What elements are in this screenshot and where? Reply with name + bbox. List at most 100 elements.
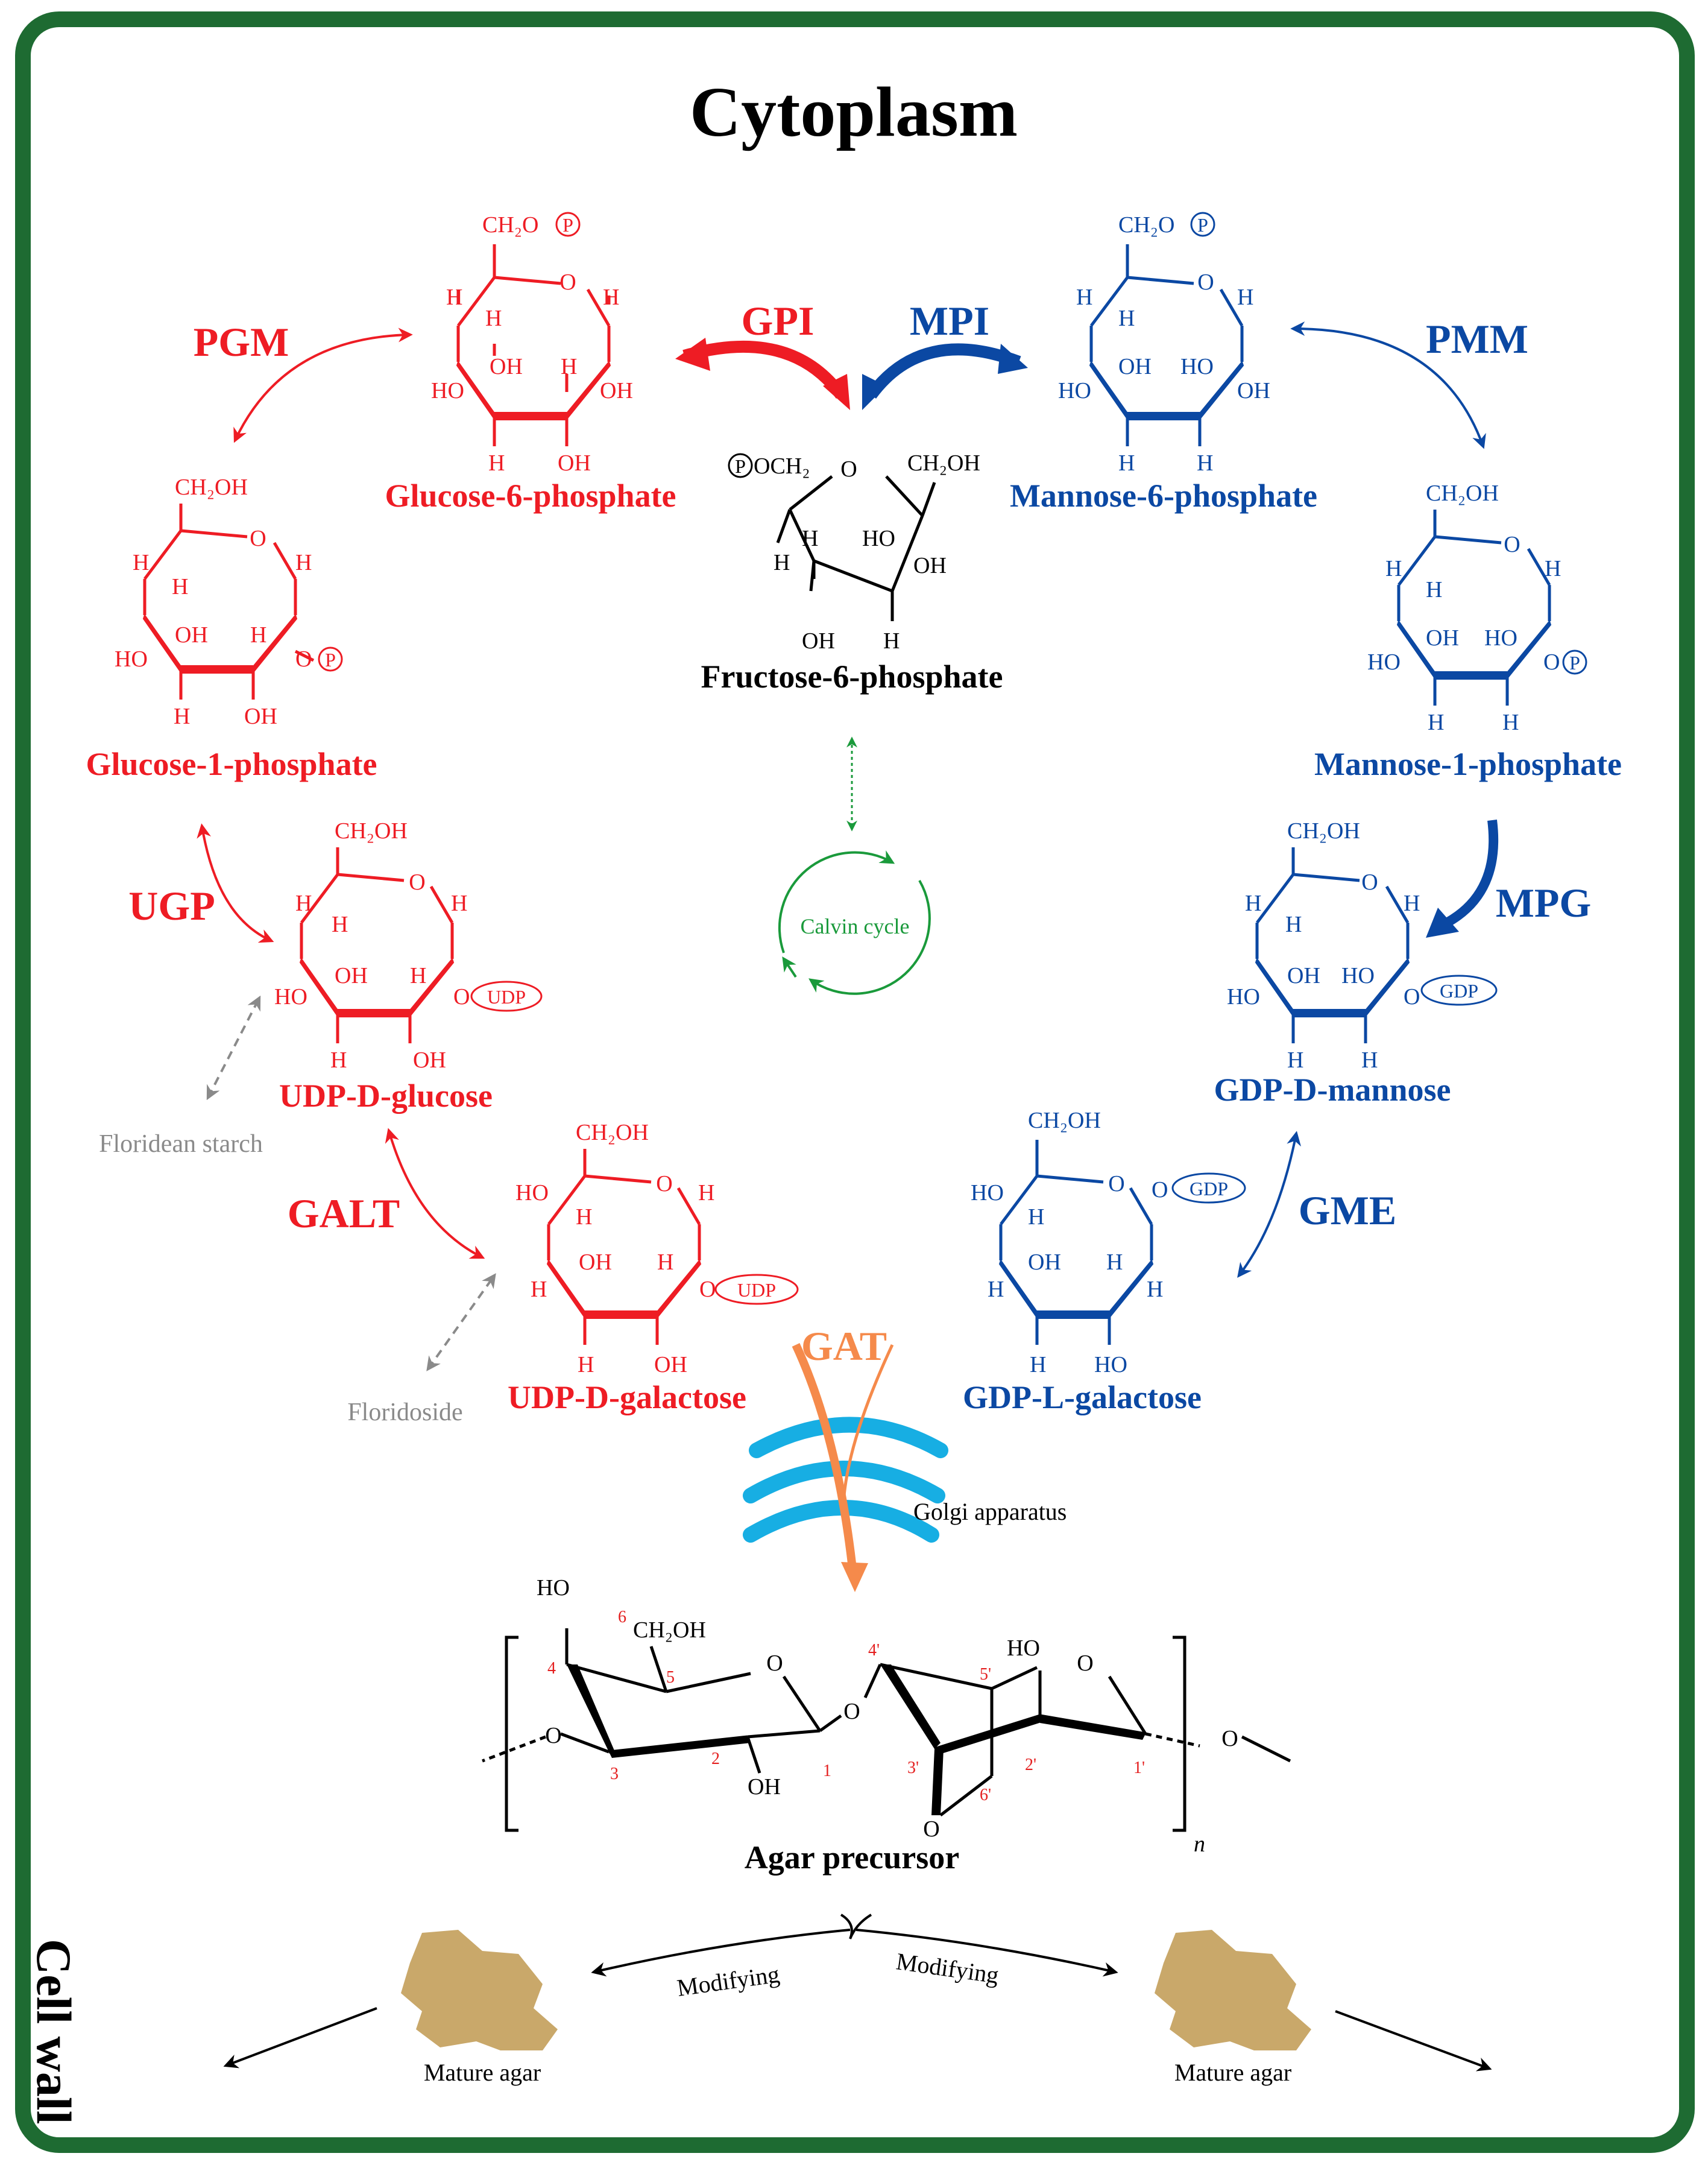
atom-label: CH₂OH: [1028, 1108, 1101, 1133]
gat-arrow: [792, 1343, 857, 1575]
carbon-number: 1': [1133, 1759, 1145, 1777]
atom-label: H: [1028, 1204, 1044, 1230]
modifying-label-right: Modifying: [895, 1947, 1001, 1988]
mannose-6-phosphate-atoms: CH₂O P O H H H HO OH HO OH H H: [1058, 212, 1270, 476]
atom-label: H: [774, 550, 790, 575]
atom-label: OH: [1426, 625, 1459, 651]
ring-oxygen-label: O: [1108, 1171, 1124, 1196]
atom-label: HO: [862, 526, 895, 551]
atom-label: H: [657, 1250, 673, 1275]
glucose-1-phosphate-structure: [142, 504, 315, 700]
gdp-label: GDP: [1440, 980, 1478, 1002]
glucose-6-phosphate-label: Glucose-6-phosphate: [385, 478, 676, 514]
atom-label: OH: [913, 553, 947, 578]
gdp-mannose-label: GDP-D-mannose: [1214, 1072, 1451, 1108]
atom-label: HO: [1007, 1636, 1040, 1661]
enzyme-gme: GME: [1299, 1187, 1396, 1233]
mpi-arrow: [866, 343, 1021, 399]
atom-label: H: [451, 891, 467, 916]
carbon-number: 3': [907, 1759, 919, 1777]
modifying-arrow-left: [591, 1929, 851, 1977]
floridean-starch-label: Floridean starch: [99, 1130, 263, 1158]
atom-label: CH₂OH: [175, 475, 248, 500]
ring-oxygen-label: O: [250, 526, 266, 551]
agar-precursor-atoms: HO CH₂OH O O O OH HO O O O n 6 4 5 3 2 1…: [537, 1575, 1238, 1857]
atom-label: H: [1118, 450, 1135, 476]
atom-label: H: [1287, 1048, 1303, 1073]
enzyme-pmm: PMM: [1426, 316, 1528, 362]
atom-label: H: [603, 285, 619, 310]
atom-label: H: [330, 1048, 347, 1073]
atom-label: OH: [335, 963, 368, 988]
atom-label: H: [332, 912, 348, 937]
atom-label: CH₂OH: [633, 1617, 706, 1643]
ring-oxygen-label: O: [409, 870, 425, 895]
atom-label: H: [802, 526, 818, 551]
mannose-1-phosphate-label: Mannose-1-phosphate: [1314, 746, 1622, 782]
repeat-n-label: n: [1194, 1832, 1205, 1857]
enzyme-galt: GALT: [288, 1190, 400, 1236]
atom-label: O: [453, 984, 470, 1010]
gdp-mannose-structure: [1255, 847, 1410, 1043]
calvin-cycle-arc-top: [778, 850, 895, 953]
atom-label: H: [1030, 1352, 1046, 1377]
atom-label: OH: [558, 450, 591, 476]
atom-label: H: [578, 1352, 594, 1377]
phosphate-p-label: P: [1197, 214, 1208, 236]
atom-label: O: [1404, 984, 1420, 1010]
glycosidic-oxygen-label: O: [843, 1699, 860, 1724]
udp-galactose-atoms: CH₂OH O HO H H H OH H O UDP H OH: [515, 1120, 799, 1377]
carbon-number: 5: [666, 1668, 675, 1687]
gat-arrow-thin: [842, 1344, 894, 1496]
atom-label: H: [1076, 285, 1092, 310]
ring-oxygen-label: O: [766, 1651, 783, 1676]
atom-label: H: [1147, 1277, 1163, 1302]
atom-label: OH: [413, 1048, 446, 1073]
mannose-1-phosphate-structure: [1396, 510, 1552, 706]
ring-oxygen-label: O: [1361, 870, 1378, 895]
golgi-apparatus-label: Golgi apparatus: [913, 1498, 1067, 1525]
carbon-number: 1: [823, 1762, 831, 1780]
atom-label: H: [988, 1277, 1004, 1302]
atom-label: H: [488, 450, 505, 476]
atom-label: H: [883, 628, 900, 654]
atom-label: HO: [1367, 650, 1401, 675]
atom-label: OH: [1118, 354, 1152, 379]
atom-label: HO: [971, 1180, 1004, 1206]
atom-label: OH: [1028, 1250, 1061, 1275]
mpi-arrowhead-right: [998, 344, 1028, 374]
export-arrow-left: [223, 2007, 377, 2069]
atom-label: CH₂OH: [576, 1120, 649, 1145]
enzyme-ugp: UGP: [128, 883, 215, 929]
carbon-number: 6: [618, 1608, 626, 1626]
atom-label: O: [699, 1277, 716, 1302]
atom-label: OCH₂: [754, 454, 810, 479]
carbon-number: 3: [610, 1765, 619, 1783]
udp-label: UDP: [487, 986, 526, 1008]
udp-label: UDP: [737, 1279, 776, 1301]
modifying-arrow-right: [856, 1929, 1118, 1977]
gdp-galactose-label: GDP-L-galactose: [963, 1379, 1202, 1415]
atom-label: HO: [1094, 1352, 1127, 1377]
phosphate-p-label: P: [325, 649, 336, 671]
atom-label: H: [1426, 577, 1442, 602]
mature-agar-right-label: Mature agar: [1174, 2059, 1291, 2086]
udp-galactose-label: UDP-D-galactose: [508, 1379, 746, 1415]
carbon-number: 5': [980, 1665, 991, 1684]
atom-label: H: [1428, 710, 1444, 735]
gdp-galactose-atoms: CH₂OH O GDP O HO H H OH H H H HO: [971, 1108, 1246, 1377]
atom-label: H: [1285, 912, 1302, 937]
export-arrow-right: [1335, 2010, 1492, 2072]
ring-oxygen-label: O: [840, 457, 857, 482]
gme-arrow: [1237, 1131, 1301, 1278]
atom-label: O: [545, 1723, 561, 1748]
glucose-1-phosphate-atoms: CH₂OH O H H H HO OH H O P H OH: [115, 475, 343, 729]
gat-arrowhead: [841, 1562, 868, 1592]
atom-label: OH: [490, 354, 523, 379]
atom-label: H: [1106, 1250, 1123, 1275]
gdp-mannose-atoms: CH₂OH O H H H HO OH HO O GDP H H: [1227, 818, 1498, 1073]
atom-label: H: [410, 963, 426, 988]
atom-label: CH₂O: [1118, 212, 1174, 238]
galt-arrow: [385, 1128, 485, 1259]
